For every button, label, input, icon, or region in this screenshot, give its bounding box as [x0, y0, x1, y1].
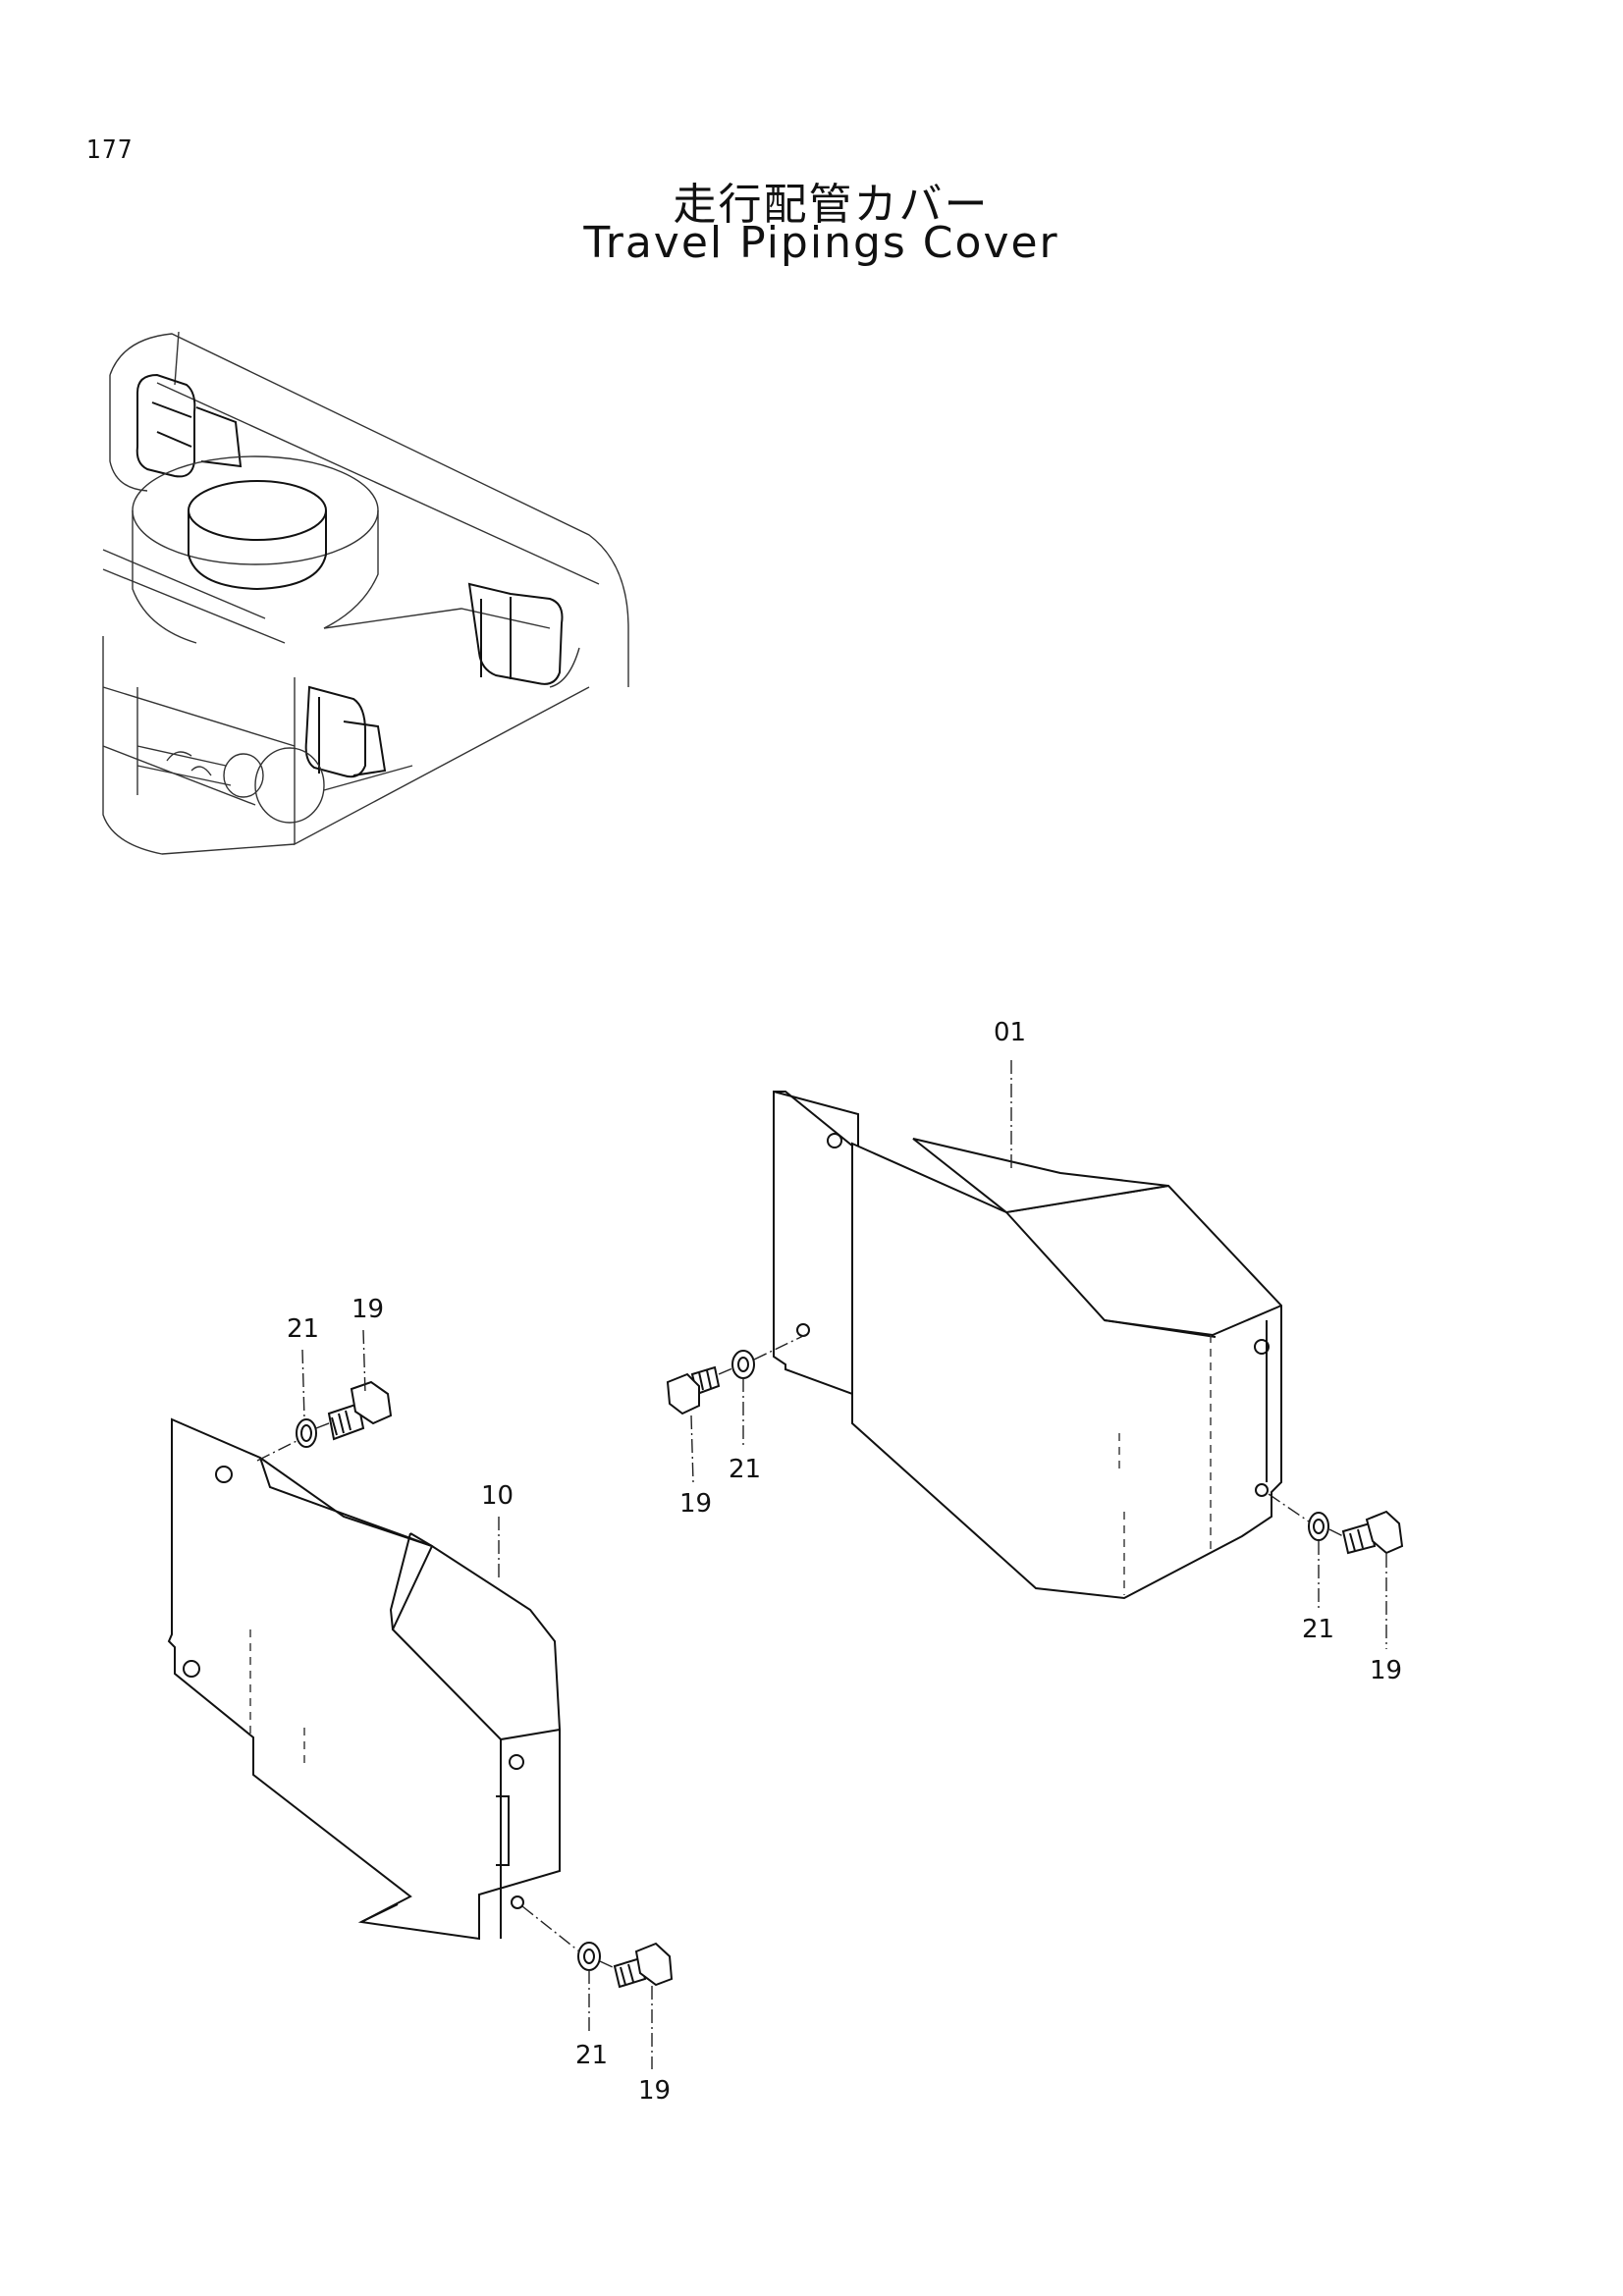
callout-21-main-right: 21	[1302, 1615, 1334, 1644]
callout-21-upper-left: 21	[287, 1314, 319, 1344]
undercarriage-overview-illustration	[102, 331, 629, 855]
bolt-19-upper-left	[327, 1380, 393, 1441]
callout-19-main-left: 19	[679, 1489, 712, 1519]
callout-leaders	[301, 1060, 1387, 2069]
bolt-19-main-left	[666, 1365, 721, 1415]
cover-assembly-01	[773, 1091, 1282, 1600]
callout-19-main-right: 19	[1370, 1656, 1402, 1685]
washer-21-main-left	[731, 1350, 755, 1379]
callout-10: 10	[481, 1481, 514, 1511]
cover-10	[167, 1417, 561, 1941]
bolt-19-lower	[613, 1942, 674, 1989]
page-number: 177	[86, 135, 134, 165]
title-english: Travel Pipings Cover	[583, 218, 1059, 268]
callout-21-lower: 21	[575, 2041, 608, 2070]
washer-21-lower	[577, 1942, 601, 1971]
bolt-19-main-right	[1341, 1510, 1404, 1555]
title-japanese: 走行配管カバー	[673, 180, 990, 230]
callout-01: 01	[994, 1018, 1026, 1047]
callout-19-upper-left: 19	[352, 1295, 384, 1324]
washer-21-upper-left	[296, 1418, 317, 1448]
assembly-axis-lines	[256, 1334, 1344, 1969]
callout-19-lower: 19	[638, 2076, 671, 2106]
callout-21-main-left: 21	[729, 1455, 761, 1484]
washer-21-main-right	[1308, 1512, 1329, 1541]
